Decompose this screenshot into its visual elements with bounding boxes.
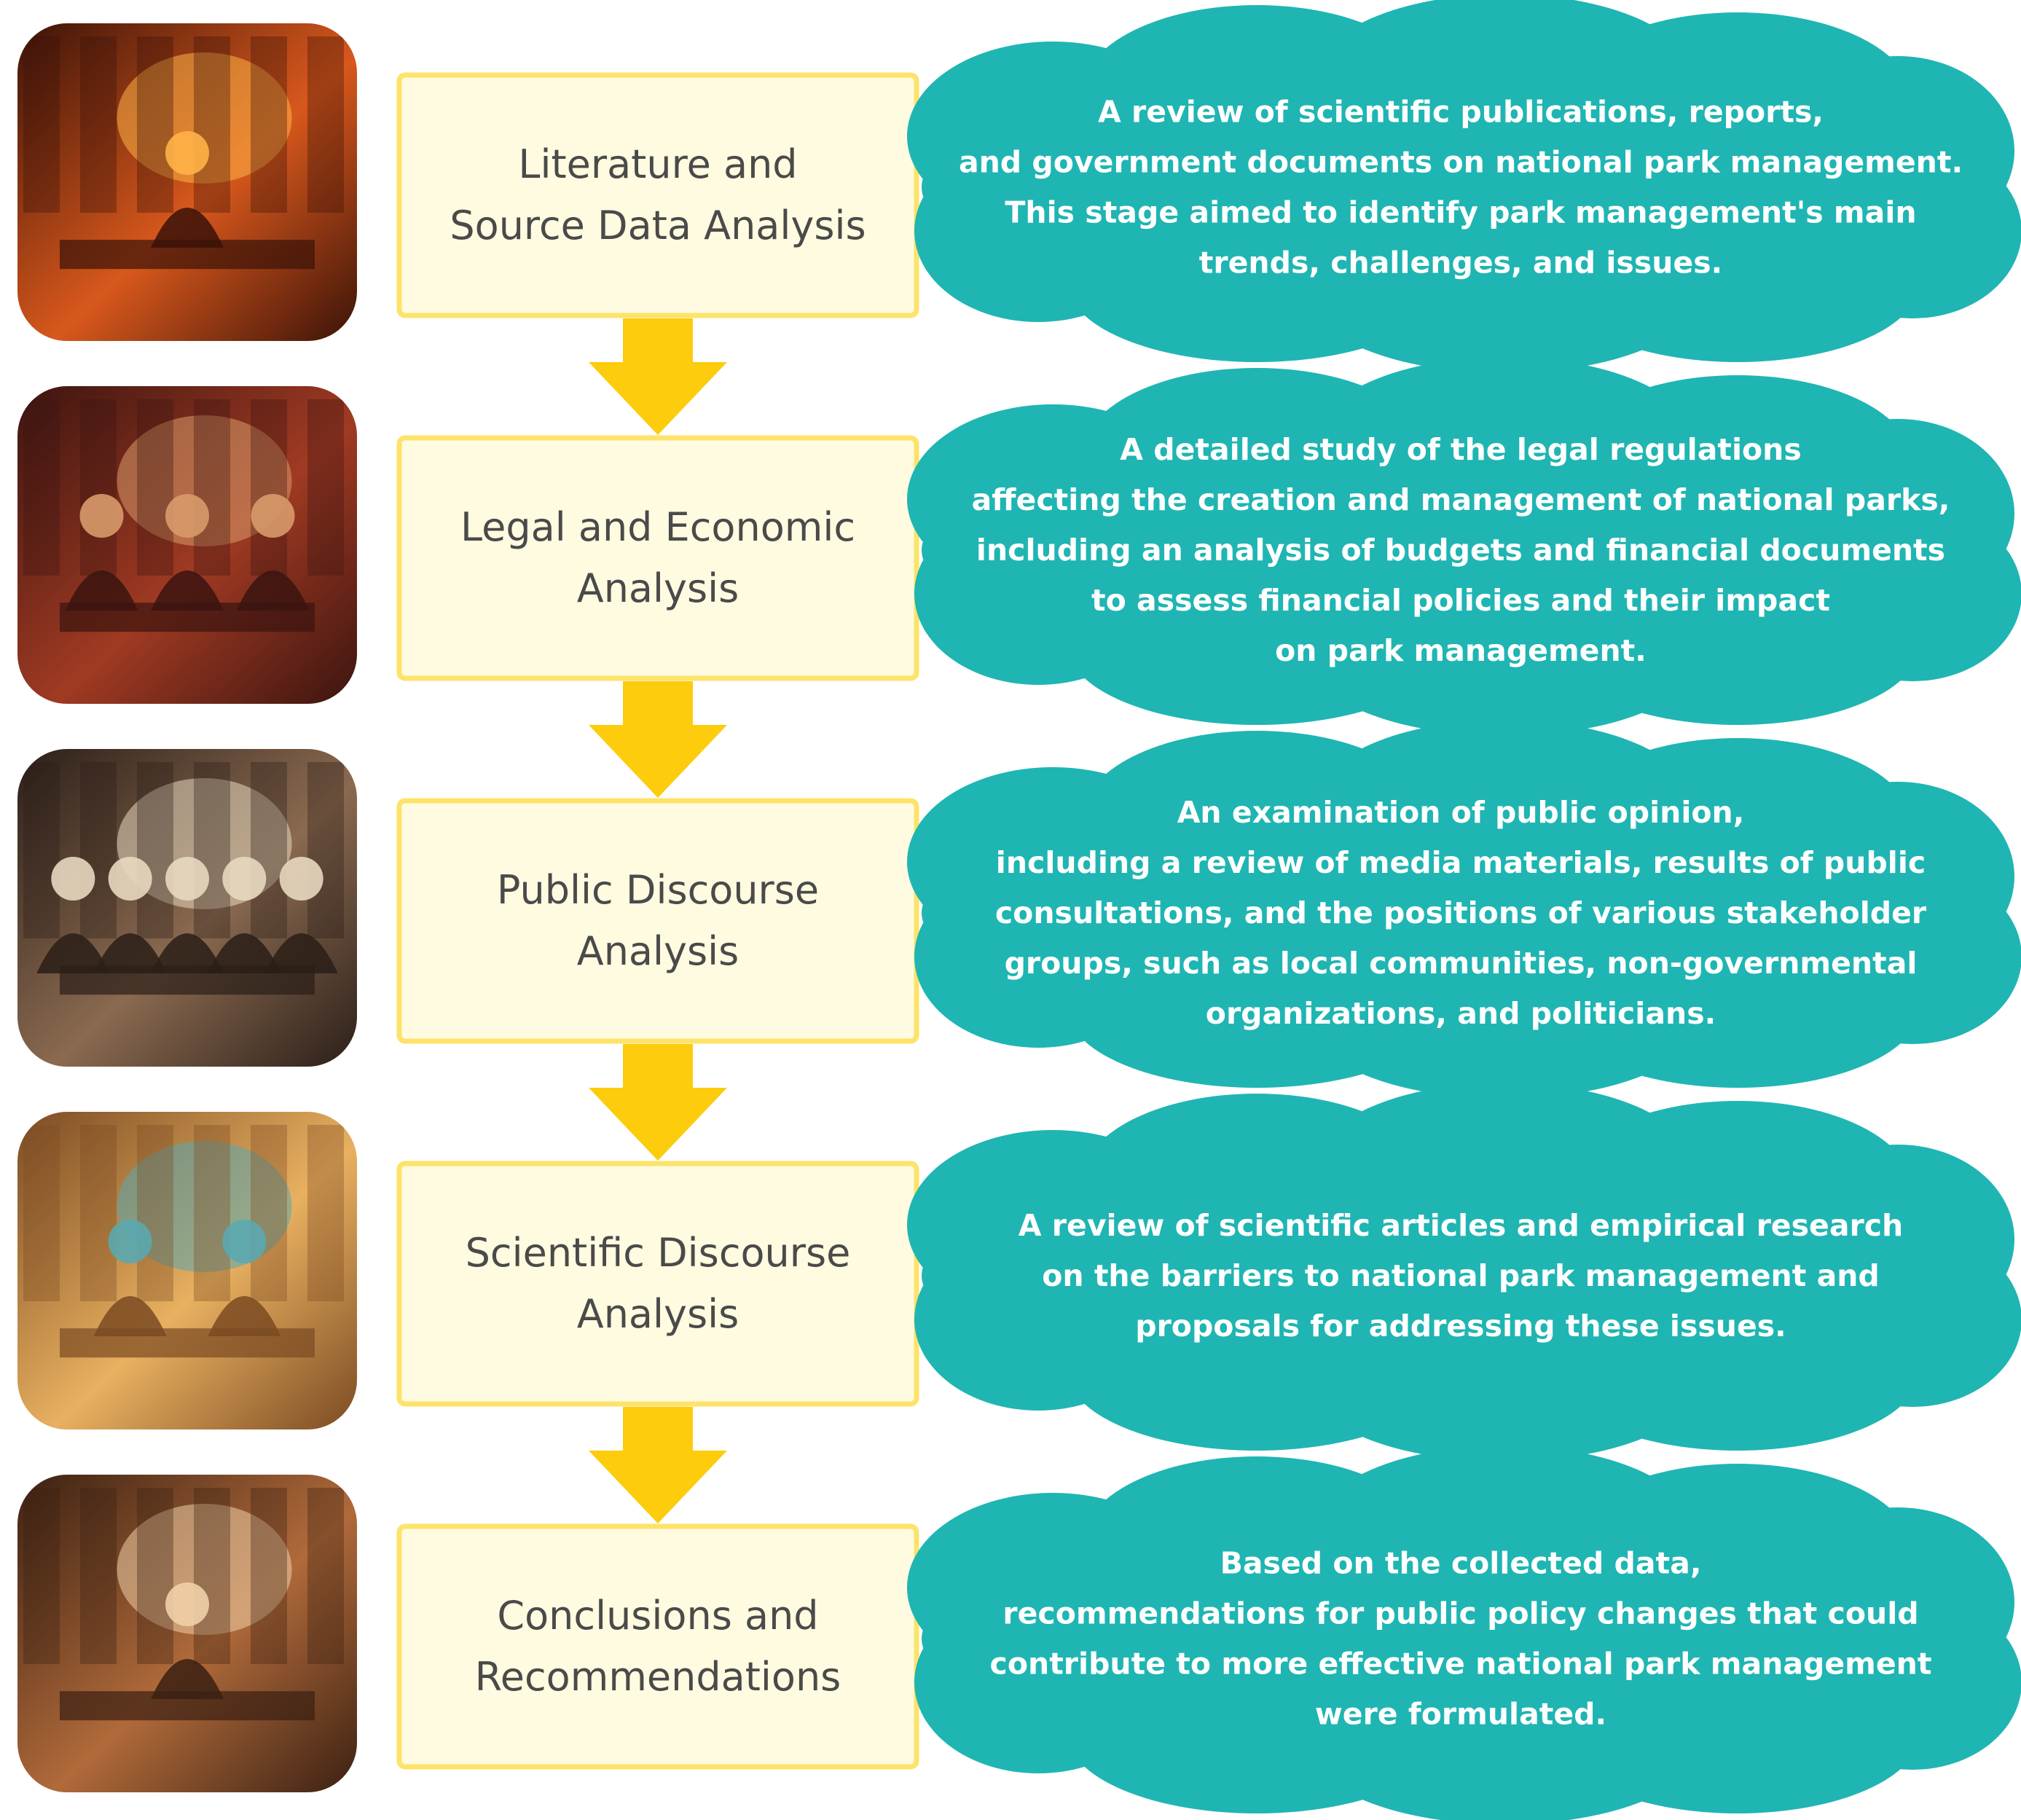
description-line: Based on the collected data, [1220,1546,1702,1581]
scholars-library-illustration [16,1110,358,1431]
description-line: trends, challenges, and issues. [1199,246,1722,281]
description-line: on the barriers to national park managem… [1042,1258,1880,1293]
flow-arrow [589,1044,727,1161]
description-line: on park management. [1275,633,1647,668]
description-line: proposals for addressing these issues. [1135,1309,1786,1344]
step-label: Conclusions and [497,1593,818,1639]
step-label: Analysis [577,928,739,974]
step-box [396,798,919,1044]
step-label: Analysis [577,565,739,611]
step-label: Literature and [518,141,797,187]
flow-arrow [589,681,727,798]
step-label: Recommendations [475,1654,841,1700]
description-cloud: An examination of public opinion, includi… [907,720,2021,1099]
step-label: Public Discourse [497,867,819,913]
description-line: A review of scientific articles and empi… [1019,1208,1903,1243]
step-label: Scientific Discourse [466,1230,851,1276]
description-line: A review of scientific publications, rep… [1098,95,1824,130]
description-cloud: A detailed study of the legal regulation… [907,357,2021,736]
flow-arrow [589,1407,727,1523]
description-line: and government documents on national par… [959,145,1963,180]
library-reader-illustration [16,22,358,342]
description-line: including a review of media materials, r… [996,845,1926,880]
smiling-reader-photo [16,1473,358,1794]
step-label: Analysis [577,1291,739,1337]
step-label: Source Data Analysis [450,203,866,248]
description-line: were formulated. [1315,1697,1606,1732]
description-cloud: A review of scientific publications, rep… [907,0,2021,373]
flow-arrow [589,318,727,435]
courtroom-illustration [16,385,358,705]
description-cloud: Based on the collected data, recommendati… [907,1446,2021,1820]
description-line: A detailed study of the legal regulation… [1120,432,1802,467]
step-box [396,1523,919,1770]
description-line: recommendations for public policy change… [1002,1596,1918,1631]
step-label: Legal and Economic [460,504,855,550]
description-line: This stage aimed to identify park manage… [1005,195,1916,230]
step-box [396,1161,919,1407]
description-line: contribute to more effective national pa… [990,1647,1932,1682]
group-meeting-photo [16,748,358,1068]
description-line: consultations, and the positions of vari… [995,895,1927,930]
description-line: including an analysis of budgets and fin… [976,533,1945,568]
description-cloud: A review of scientific articles and empi… [907,1083,2021,1462]
step-box [396,72,919,318]
step-box [396,435,919,681]
description-line: organizations, and politicians. [1206,996,1716,1031]
description-line: to assess financial policies and their i… [1091,583,1830,618]
description-line: An examination of public opinion, [1177,795,1745,830]
description-line: groups, such as local communities, non-g… [1005,946,1918,981]
description-line: affecting the creation and management of… [972,482,1950,517]
